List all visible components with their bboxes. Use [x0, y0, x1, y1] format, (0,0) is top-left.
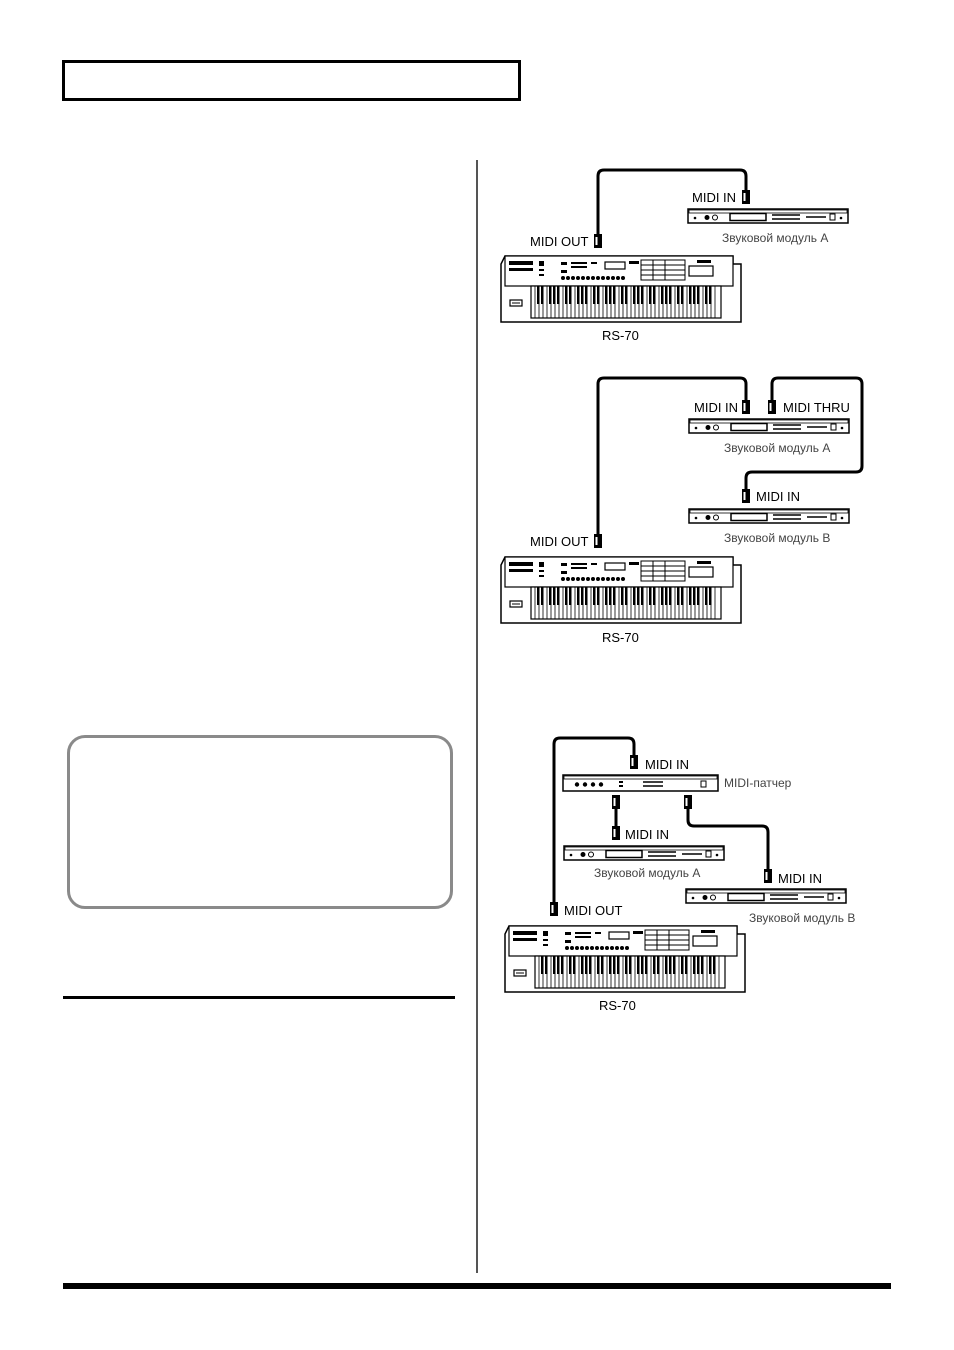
note-box [67, 735, 453, 909]
sound-module-a [563, 845, 725, 861]
sound-module-a-label: Звуковой модуль А [724, 441, 830, 455]
midi-in-label: MIDI IN [694, 400, 738, 415]
midi-in-plug [764, 869, 772, 883]
rs70-keyboard [500, 255, 742, 323]
diagram-3: MIDI IN MIDI-патчер MIDI IN Звуковой мод… [504, 736, 855, 1013]
midi-in-plug [742, 400, 750, 414]
keyboard-label: RS-70 [599, 998, 636, 1013]
midi-in-label: MIDI IN [778, 871, 822, 886]
midi-in-plug [742, 489, 750, 503]
midi-in-label: MIDI IN [625, 827, 669, 842]
midi-thru-label: MIDI THRU [783, 400, 850, 415]
midi-out-label: MIDI OUT [530, 534, 589, 549]
midi-patcher [562, 774, 719, 792]
page-header-box [62, 60, 521, 101]
rs70-keyboard [504, 925, 746, 993]
keyboard-label: RS-70 [602, 328, 639, 343]
sound-module-a-label: Звуковой модуль А [594, 866, 700, 880]
diagram-1: MIDI IN Звуковой модуль А MIDI OUT RS-70 [500, 168, 849, 343]
midi-thru-plug [768, 400, 776, 414]
patcher-out-plug [612, 795, 620, 809]
section-rule [63, 996, 455, 999]
sound-module-a [688, 418, 850, 434]
footer-rule [63, 1283, 891, 1289]
column-divider [476, 160, 478, 1273]
rs70-keyboard [500, 556, 742, 624]
midi-out-label: MIDI OUT [530, 234, 589, 249]
midi-in-plug [630, 755, 638, 769]
midi-out-plug [594, 234, 602, 248]
midi-in-label: MIDI IN [756, 489, 800, 504]
sound-module-b [685, 888, 847, 904]
midi-in-label: MIDI IN [645, 757, 689, 772]
midi-in-plug [612, 826, 620, 840]
midi-out-plug [594, 534, 602, 548]
patcher-label: MIDI-патчер [724, 776, 792, 790]
midi-in-plug [742, 190, 750, 204]
patcher-out-plug [684, 795, 692, 809]
sound-module-b-label: Звуковой модуль В [724, 531, 830, 545]
midi-out-label: MIDI OUT [564, 903, 623, 918]
sound-module-a-label: Звуковой модуль А [722, 231, 828, 245]
sound-module-b-label: Звуковой модуль В [749, 911, 855, 925]
sound-module-b [688, 508, 850, 524]
sound-module-a [687, 208, 849, 224]
midi-in-label: MIDI IN [692, 190, 736, 205]
diagram-2: MIDI IN MIDI THRU Звуковой модуль А MIDI… [500, 376, 864, 645]
midi-out-plug [550, 902, 558, 916]
keyboard-label: RS-70 [602, 630, 639, 645]
